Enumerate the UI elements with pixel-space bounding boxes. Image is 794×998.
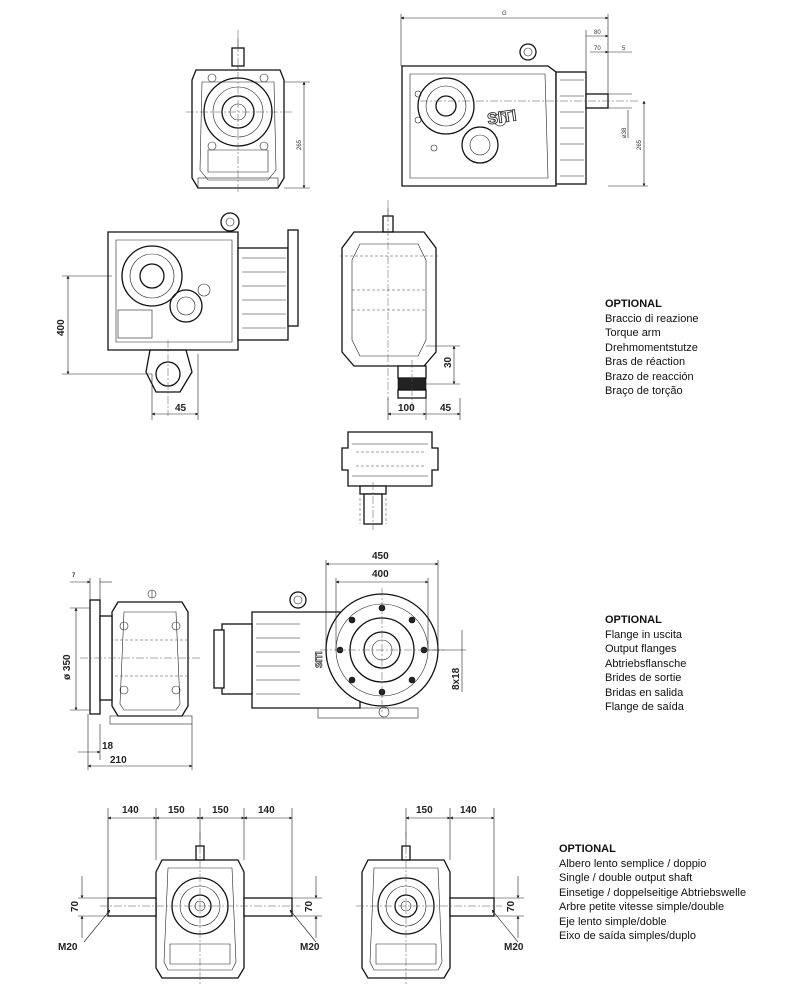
option-line: Eje lento simple/doble: [559, 915, 667, 928]
view-flange-front: SITI 450 400 8x18: [213, 551, 466, 719]
dim-m20-shaft-a: M20: [58, 942, 78, 953]
options-title: OPTIONAL: [559, 843, 616, 855]
option-line: Bras de réaction: [605, 356, 686, 368]
brand-logo-small: SITI: [314, 651, 324, 668]
options-output-flanges: OPTIONAL Flange in uscita Output flanges…: [605, 613, 686, 715]
option-line: Eixo de saída simples/duplo: [559, 930, 696, 942]
dim-g: G: [502, 11, 507, 17]
dim-45-arm-right: 45: [440, 403, 452, 414]
option-line: Flange in uscita: [605, 628, 683, 641]
dim-18-flange: 18: [102, 741, 114, 752]
dim-m20-shaft-c: M20: [504, 942, 524, 953]
dim-150-shaft-c: 150: [416, 805, 433, 816]
dim-100-arm: 100: [398, 403, 415, 414]
dim-45-arm-left: 45: [175, 403, 187, 414]
option-line: Brides de sortie: [605, 672, 682, 684]
view-flange-side: 7 ø 350 18 210: [62, 573, 200, 770]
view-torque-arm-side: 30 100 45: [340, 200, 461, 420]
view-torque-arm-front: 400 45: [56, 212, 299, 420]
options-title: OPTIONAL: [605, 614, 662, 626]
dim-150-shaft-b: 150: [212, 805, 229, 816]
dim-shaft-dia: ø38: [622, 127, 628, 138]
option-line: Single / double output shaft: [559, 872, 693, 884]
options-torque-arm: OPTIONAL Braccio di reazione Torque arm …: [605, 297, 699, 399]
dim-450-flange: 450: [372, 551, 389, 562]
dim-7-flange: 7: [72, 573, 76, 579]
dim-70-shaft-c: 70: [506, 900, 517, 912]
options-title: OPTIONAL: [605, 298, 662, 310]
dim-140-shaft-b: 140: [258, 805, 275, 816]
option-line: Drehmomentstutze: [605, 341, 698, 354]
dim-70: 70: [594, 46, 601, 52]
option-line: Flange de saída: [605, 701, 684, 713]
dim-265-left: 265: [297, 139, 303, 150]
dim-70-shaft-a: 70: [70, 900, 81, 912]
option-line: Brazo de reacción: [605, 370, 694, 383]
view-side-top: SITI G 80 70 5 ø38 265: [400, 11, 648, 187]
option-line: Output flanges: [605, 643, 677, 655]
dim-150-shaft-a: 150: [168, 805, 185, 816]
option-line: Braço de torção: [605, 385, 683, 397]
dim-30-arm: 30: [443, 356, 454, 368]
dim-dia-350: ø 350: [62, 654, 73, 680]
view-single-shaft: 150 140 70 M20: [356, 805, 524, 984]
dim-140-shaft-a: 140: [122, 805, 139, 816]
option-line: Bridas en salida: [605, 686, 684, 699]
option-line: Abtriebsflansche: [605, 657, 687, 670]
option-line: Arbre petite vitesse simple/double: [559, 901, 725, 913]
options-output-shaft: OPTIONAL Albero lento semplice / doppio …: [559, 842, 746, 944]
dim-80: 80: [594, 30, 601, 36]
dim-400-flange: 400: [372, 569, 389, 580]
option-line: Einsetige / doppelseitige Abtriebswelle: [559, 886, 747, 899]
dim-8x18-holes: 8x18: [451, 667, 462, 690]
brand-logo: SITI: [486, 107, 517, 128]
view-bottom-shaft: [341, 431, 439, 530]
dim-m20-shaft-b: M20: [300, 942, 320, 953]
dim-5: 5: [622, 46, 626, 52]
dim-210-flange: 210: [110, 755, 127, 766]
view-double-shaft: 140 150 150 140 70 70 M20 M20: [58, 805, 322, 984]
dim-265-right: 265: [637, 139, 643, 150]
view-front-top: 265: [186, 30, 310, 194]
option-line: Braccio di reazione: [605, 312, 699, 325]
option-line: Albero lento semplice / doppio: [559, 857, 707, 870]
dim-140-shaft-c: 140: [460, 805, 477, 816]
dim-400-arm: 400: [56, 319, 67, 336]
option-line: Torque arm: [605, 327, 661, 339]
dim-70-shaft-b: 70: [304, 900, 315, 912]
